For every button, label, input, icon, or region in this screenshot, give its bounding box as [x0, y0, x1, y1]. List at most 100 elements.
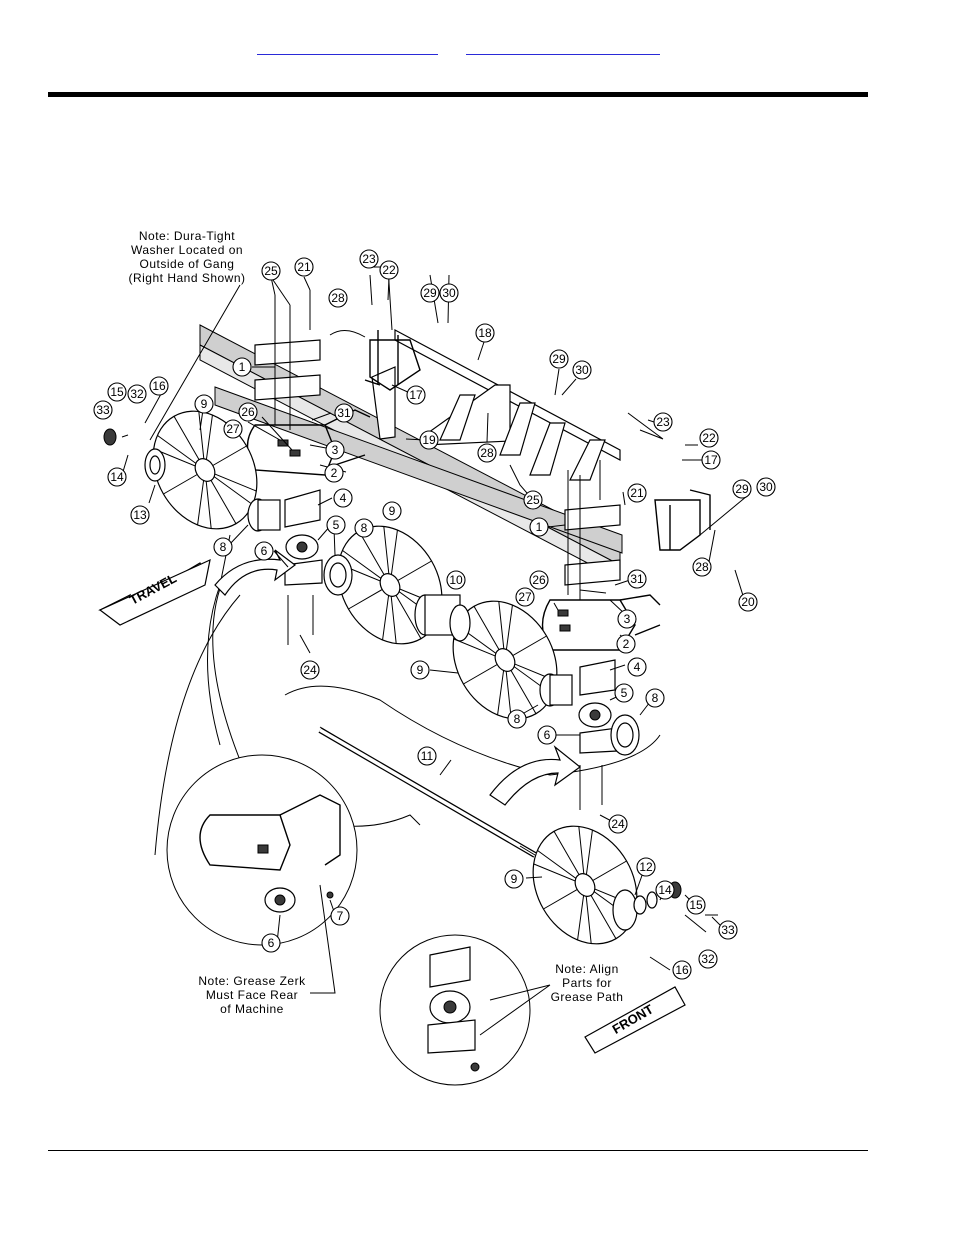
- svg-text:27: 27: [226, 422, 240, 436]
- callout-balloons: 25 21 23 22 28 29 30 18 1 17 16 15 32 33…: [93, 249, 776, 980]
- svg-text:5: 5: [333, 518, 340, 532]
- callout-10: 10: [446, 570, 466, 590]
- callout-22-left: 22: [379, 260, 399, 280]
- callout-9-right: 9: [410, 660, 430, 680]
- svg-text:4: 4: [634, 660, 641, 674]
- callout-25-left: 25: [261, 261, 281, 281]
- callout-23-left: 23: [359, 249, 379, 269]
- callout-9-mid: 9: [382, 501, 402, 521]
- svg-text:9: 9: [201, 397, 208, 411]
- callout-1-left: 1: [232, 357, 252, 377]
- svg-text:31: 31: [337, 406, 351, 420]
- svg-text:30: 30: [442, 286, 456, 300]
- left-hanger-assembly: [246, 290, 371, 476]
- svg-text:30: 30: [759, 480, 773, 494]
- svg-text:16: 16: [152, 379, 166, 393]
- callout-8-lower: 8: [507, 709, 527, 729]
- svg-text:28: 28: [695, 560, 709, 574]
- gang-bolt: [318, 726, 537, 858]
- callout-7: 7: [330, 906, 350, 926]
- callout-24-left: 24: [300, 660, 320, 680]
- svg-text:24: 24: [611, 817, 625, 831]
- callout-33-right: 33: [718, 920, 738, 940]
- svg-text:18: 18: [478, 326, 492, 340]
- callout-8-mid: 8: [354, 518, 374, 538]
- svg-text:2: 2: [623, 637, 630, 651]
- detail-circle-hanger: [166, 754, 358, 946]
- svg-text:21: 21: [297, 260, 311, 274]
- spools-and-washers: [103, 428, 682, 931]
- callout-29-mid: 29: [549, 349, 569, 369]
- callout-3-left: 3: [325, 440, 345, 460]
- gang-discs: [152, 410, 638, 945]
- svg-text:8: 8: [652, 691, 659, 705]
- callout-15-right: 15: [686, 895, 706, 915]
- svg-text:29: 29: [735, 482, 749, 496]
- svg-text:2: 2: [331, 466, 338, 480]
- right-bearing-housing: [578, 659, 618, 810]
- callout-29-top: 29: [420, 283, 440, 303]
- callout-20: 20: [738, 592, 758, 612]
- callout-27-left: 27: [223, 419, 243, 439]
- svg-text:33: 33: [96, 403, 110, 417]
- left-bearing-housing: [284, 489, 323, 645]
- svg-text:8: 8: [361, 521, 368, 535]
- svg-text:14: 14: [658, 883, 672, 897]
- svg-text:28: 28: [480, 446, 494, 460]
- svg-text:30: 30: [575, 363, 589, 377]
- svg-text:32: 32: [130, 387, 144, 401]
- scraper-bar: [329, 329, 621, 481]
- note-align-line-3: Grease Path: [551, 990, 624, 1004]
- callout-5-left: 5: [326, 515, 346, 535]
- callout-2-left: 2: [324, 463, 344, 483]
- svg-text:16: 16: [675, 963, 689, 977]
- svg-text:6: 6: [268, 936, 275, 950]
- svg-text:8: 8: [514, 712, 521, 726]
- callout-2-right: 2: [616, 634, 636, 654]
- callout-29-right: 29: [732, 479, 752, 499]
- exploded-parts-diagram: TRAVEL FRONT Note: Dura-Tight Washer Loc…: [93, 229, 776, 1086]
- svg-text:14: 14: [110, 470, 124, 484]
- callout-26-left: 26: [238, 402, 258, 422]
- callout-9-lower: 9: [504, 869, 524, 889]
- svg-text:1: 1: [536, 520, 543, 534]
- note-grease-zerk-line-1: Note: Grease Zerk: [198, 974, 306, 988]
- note-dura-tight-line-4: (Right Hand Shown): [128, 271, 245, 285]
- callout-28-top: 28: [328, 288, 348, 308]
- callout-6-left: 6: [254, 541, 274, 561]
- note-dura-tight-line-2: Washer Located on: [131, 243, 243, 257]
- callout-30-top: 30: [439, 283, 459, 303]
- svg-text:4: 4: [340, 491, 347, 505]
- callout-17-right: 17: [701, 450, 721, 470]
- svg-text:29: 29: [423, 286, 437, 300]
- svg-text:3: 3: [332, 443, 339, 457]
- svg-text:9: 9: [511, 872, 518, 886]
- callout-8-left: 8: [213, 537, 233, 557]
- callout-25-right: 25: [523, 490, 543, 510]
- svg-text:26: 26: [241, 405, 255, 419]
- svg-text:19: 19: [422, 433, 436, 447]
- callout-14-left: 14: [107, 467, 127, 487]
- svg-text:31: 31: [630, 572, 644, 586]
- callout-5-right: 5: [614, 683, 634, 703]
- note-align-line-1: Note: Align: [555, 962, 619, 976]
- svg-text:10: 10: [449, 573, 463, 587]
- header-link-1[interactable]: [257, 40, 438, 55]
- note-dura-tight-line-1: Note: Dura-Tight: [139, 229, 235, 243]
- svg-text:3: 3: [624, 612, 631, 626]
- right-hanger-assembly: [541, 460, 661, 651]
- svg-text:13: 13: [133, 508, 147, 522]
- note-align: Note: Align Parts for Grease Path: [479, 962, 624, 1036]
- svg-text:5: 5: [621, 686, 628, 700]
- svg-text:25: 25: [264, 264, 278, 278]
- svg-text:32: 32: [701, 952, 715, 966]
- callout-31-left: 31: [334, 403, 354, 423]
- swoosh-arrows: [214, 549, 581, 806]
- header-link-2[interactable]: [466, 40, 660, 55]
- callout-8-right: 8: [645, 688, 665, 708]
- svg-text:8: 8: [220, 540, 227, 554]
- svg-text:25: 25: [526, 493, 540, 507]
- callout-14-right: 14: [655, 880, 675, 900]
- callout-32-right: 32: [698, 949, 718, 969]
- note-grease-zerk: Note: Grease Zerk Must Face Rear of Mach…: [198, 884, 336, 1016]
